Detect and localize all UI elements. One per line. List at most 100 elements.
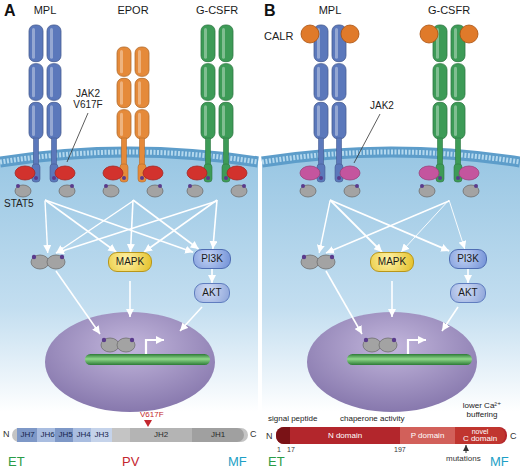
nucleus — [45, 312, 215, 412]
phosphate — [392, 338, 396, 342]
mutation-label: mutations — [446, 454, 481, 463]
receptor-domain — [201, 102, 215, 139]
mutation-marker — [144, 420, 152, 427]
receptor-domain — [201, 25, 215, 62]
receptor-domain — [135, 47, 149, 76]
signaling-protein: AKT — [194, 283, 229, 303]
signal-arrow — [467, 269, 469, 283]
phosphate — [319, 176, 323, 180]
highlight — [32, 28, 35, 59]
receptor-domain — [47, 64, 61, 101]
phosphate — [16, 184, 20, 188]
node-text: JH6 — [40, 431, 54, 439]
node-text: JH2 — [154, 431, 168, 439]
terminus-label: C — [250, 429, 257, 439]
phosphate — [337, 176, 341, 180]
flow-arrow — [180, 307, 202, 331]
stat5-protein — [344, 185, 360, 197]
stat5-protein — [59, 185, 75, 197]
stat5-protein — [231, 185, 247, 197]
receptor-domain — [219, 102, 233, 139]
protein-domain: JH3 — [91, 428, 112, 442]
cytoplasm — [0, 152, 258, 412]
stat5-protein — [187, 185, 203, 197]
highlight — [317, 105, 320, 136]
protein-bars — [12, 113, 507, 453]
calr-protein — [341, 25, 359, 43]
signal-arrow — [330, 200, 449, 251]
protein-domain: novelC domain — [455, 427, 505, 444]
protein-domain: JH2 — [130, 428, 192, 442]
node-text: G-CSFR — [428, 4, 470, 17]
mutation-arrow — [466, 445, 467, 453]
node-text: G-CSFR — [196, 4, 238, 17]
highlight — [454, 28, 457, 59]
receptor-domain — [433, 64, 447, 101]
region-label: chaperone activity — [340, 414, 404, 423]
node-text: JH1 — [211, 431, 225, 439]
highlight — [454, 105, 457, 136]
calr-protein-bar — [276, 427, 507, 444]
signal-arrow — [401, 200, 449, 252]
receptor-domain — [117, 47, 131, 76]
node-text: N domain — [328, 432, 362, 440]
receptor-domain — [47, 102, 61, 139]
stat5-protein — [103, 185, 119, 197]
stat5-protein — [300, 185, 316, 197]
receptor-domain — [135, 78, 149, 107]
receptor-domain — [219, 64, 233, 101]
node-text: JH7 — [20, 431, 34, 439]
cytoplasm — [262, 152, 520, 412]
receptor-domain — [135, 110, 149, 139]
jak2-kinase — [187, 166, 207, 180]
highlight — [32, 105, 35, 136]
phosphate — [130, 338, 134, 342]
signal-arrow — [144, 200, 217, 252]
calr-protein — [301, 25, 319, 43]
receptor-domain — [314, 102, 328, 139]
highlight — [454, 67, 457, 98]
phosphate — [355, 184, 359, 188]
disease-label: ET — [8, 455, 25, 470]
node-text: C domain — [463, 435, 497, 443]
stat5-protein — [15, 185, 31, 197]
highlight — [204, 28, 207, 59]
receptor-domain — [451, 64, 465, 101]
signal-arrow — [213, 200, 217, 249]
region-label: signal peptide — [268, 414, 317, 423]
protein-label: CALR — [264, 30, 293, 43]
receptor-shape — [418, 4, 480, 200]
jak2-kinase — [15, 166, 35, 180]
phosphate — [302, 255, 306, 259]
transmembrane-helix — [34, 138, 39, 166]
phosphate — [188, 184, 192, 188]
jak2-kinase — [300, 166, 320, 180]
protein-label: JAK2 V617F — [70, 88, 106, 110]
highlight — [222, 67, 225, 98]
stat5-protein — [147, 185, 163, 197]
transmembrane-helix — [319, 138, 324, 166]
disease-label: ET — [268, 455, 285, 470]
node-text: JH3 — [94, 431, 108, 439]
jak2-kinase — [143, 166, 163, 180]
calr-protein — [420, 25, 438, 43]
highlight — [32, 67, 35, 98]
node-text: PI3K — [201, 253, 223, 265]
phosphate — [301, 184, 305, 188]
receptor: G-CSFR — [418, 4, 480, 200]
receptor-domain — [451, 102, 465, 139]
highlight — [204, 105, 207, 136]
panel-letter: B — [264, 2, 276, 20]
protein-domain: JH1 — [192, 428, 244, 442]
receptor-shape — [299, 4, 361, 200]
jak2-kinase — [227, 166, 247, 180]
phosphate — [206, 176, 210, 180]
flow-arrow — [391, 281, 393, 317]
stat5-protein — [317, 255, 335, 269]
region-label: lower Ca²⁺ buffering — [458, 402, 506, 420]
highlight — [138, 113, 141, 136]
signal-arrow — [45, 200, 116, 252]
flow-arrow — [56, 271, 100, 334]
signaling-protein: PI3K — [193, 249, 231, 269]
cell-membrane — [262, 152, 520, 162]
